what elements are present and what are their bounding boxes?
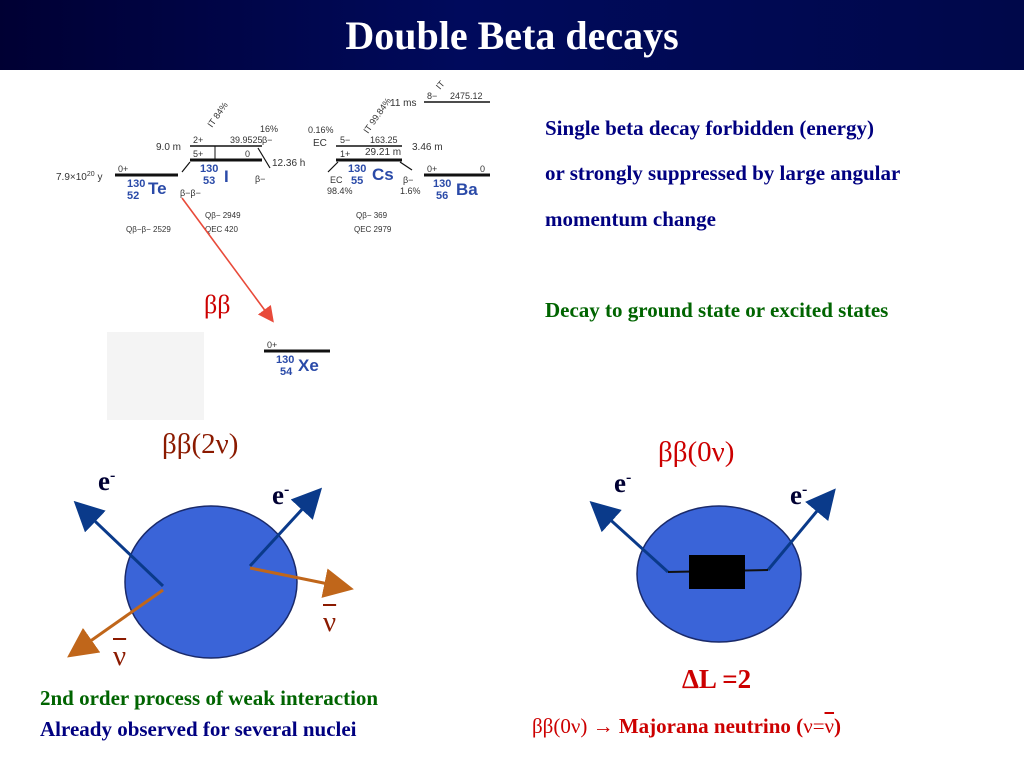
cs-q1: Qβ− 369 [356, 211, 388, 220]
left-nucleus [124, 505, 298, 659]
bottom-left-line2: Already observed for several nuclei [40, 717, 357, 741]
single-beta-line2: or strongly suppressed by large angular [545, 161, 901, 185]
i-pct: 16% [260, 124, 278, 134]
i-beta: β− [262, 135, 272, 145]
te-q: Qβ−β− 2529 [126, 225, 171, 234]
i-spin2: 5+ [193, 149, 203, 159]
cs-energy: 163.25 [370, 135, 398, 145]
ground-state-text: Decay to ground state or excited states [545, 298, 889, 322]
xe-sym: Xe [298, 356, 319, 375]
majorana-vertex-box [689, 555, 745, 589]
ba-z: 56 [436, 190, 448, 202]
single-beta-line3: momentum change [545, 207, 716, 231]
left-electron-arrow-2 [248, 487, 323, 568]
i-q2: QEC 420 [205, 225, 238, 234]
te-mass: 130 [127, 178, 145, 190]
i-zero: 0 [245, 149, 250, 159]
delta-l-label: ΔL =2 [682, 664, 752, 694]
two-neutrino-label: ββ(2ν) [162, 428, 239, 460]
xe-z: 54 [280, 366, 293, 378]
i-z: 53 [203, 175, 215, 187]
i-q1: Qβ− 2949 [205, 211, 241, 220]
arrow-glyph: → [592, 714, 614, 738]
te-sym: Te [148, 179, 167, 198]
cs-ec-pct: 0.16% [308, 125, 334, 135]
left-electron-label-1: e- [98, 466, 116, 496]
cs-halflife2: 3.46 m [412, 142, 443, 153]
ba-zero: 0 [480, 164, 485, 174]
title-bar: Double Beta decays [0, 0, 1024, 70]
cs-mass: 130 [348, 163, 366, 175]
cs-sym: Cs [372, 165, 394, 184]
bb-label: ββ [204, 290, 231, 319]
ba-spin-m: 8− [427, 91, 437, 101]
left-electron-label-2: e- [272, 480, 290, 510]
ba-sym: Ba [456, 180, 478, 199]
left-neutrino-arrow-2 [67, 588, 164, 658]
ba-spin: 0+ [427, 164, 437, 174]
i-spin1: 2+ [193, 135, 203, 145]
i-energy: 39.9525 [230, 135, 263, 145]
i-beta2: β− [255, 174, 265, 184]
majorana-text: Majorana neutrino ( [613, 714, 804, 738]
left-neutrino-arrow-1 [249, 566, 354, 598]
i-halflife2: 12.36 h [272, 158, 305, 169]
cs-halflife: 29.21 m [365, 147, 401, 158]
ba-mass: 130 [433, 178, 451, 190]
majorana-eq: = [812, 714, 825, 738]
right-electron-arrow-2 [766, 488, 836, 571]
antineutrino-label-2: ν [113, 640, 127, 672]
te-z: 52 [127, 190, 139, 202]
cs-beta: β− [403, 175, 413, 185]
te-bb: β−β− [180, 188, 201, 198]
left-electron-arrow-1 [73, 500, 165, 588]
i-halflife: 9.0 m [156, 142, 181, 153]
cs-spin2: 1+ [340, 149, 350, 159]
right-electron-arrow-1 [589, 500, 670, 574]
i-sym: I [224, 167, 229, 186]
te-halflife: 7.9×1020 y [56, 171, 102, 183]
majorana-nubar: ν [824, 714, 835, 738]
cs-ec: EC [313, 138, 327, 149]
antineutrino-label-1: ν [323, 606, 337, 638]
double-beta-arrow [181, 197, 274, 323]
cs-pct3: 1.6% [400, 186, 421, 196]
cs-z: 55 [351, 175, 363, 187]
cs-pct2: 98.4% [327, 186, 353, 196]
majorana-close: ) [834, 714, 842, 738]
ba-ms: 11 ms [390, 98, 417, 109]
single-beta-line1: Single beta decay forbidden (energy) [545, 116, 874, 140]
ba-energy: 2475.12 [450, 91, 483, 101]
majorana-neutrino-line: ββ(0ν) → Majorana neutrino (ν=ν) [532, 714, 841, 739]
i-to-te-arrow [181, 161, 191, 173]
xe-mass: 130 [276, 354, 294, 366]
i-beta-arrow [257, 147, 271, 169]
page-title: Double Beta decays [345, 12, 679, 58]
neutrinoless-label: ββ(0ν) [658, 436, 735, 468]
majorana-nu: ν [803, 714, 813, 738]
cs-ec2: EC [330, 175, 343, 185]
te-spin: 0+ [118, 164, 128, 174]
cs-spin1: 5− [340, 135, 350, 145]
cs-q2: QEC 2979 [354, 225, 392, 234]
majorana-prefix: ββ(0ν) [532, 714, 588, 738]
xe-spin: 0+ [267, 340, 277, 350]
right-electron-label-2: e- [790, 480, 808, 510]
right-electron-label-1: e- [614, 468, 632, 498]
bottom-left-line1: 2nd order process of weak interaction [40, 686, 379, 710]
cs-beta-arrow [399, 161, 413, 171]
i-mass: 130 [200, 163, 218, 175]
blank-placeholder [107, 332, 204, 420]
cs-ec-arrow [327, 161, 339, 173]
